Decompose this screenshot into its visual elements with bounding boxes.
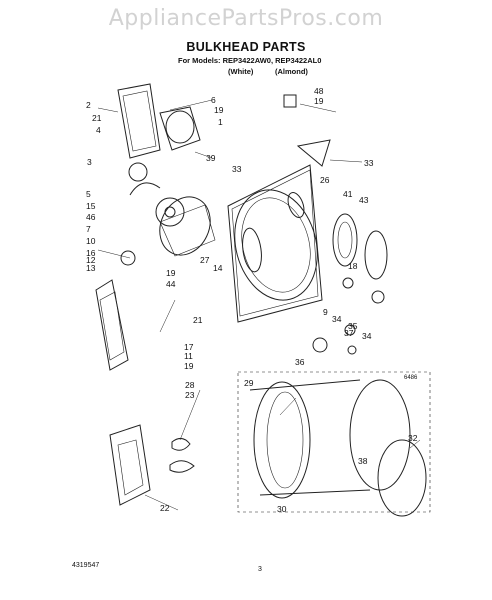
document-number: 4319547 [72, 562, 100, 569]
callout: 44 [166, 279, 176, 289]
rollers [312, 277, 385, 355]
diagram-title: BULKHEAD PARTS [186, 40, 306, 54]
callout: 18 [348, 261, 358, 271]
callout: 33 [232, 164, 242, 174]
callout: 21 [92, 113, 102, 123]
callout: 21 [193, 315, 203, 325]
site-watermark: AppliancePartsPros.com [108, 6, 384, 31]
callout: 26 [320, 175, 330, 185]
callout: 9 [323, 307, 328, 317]
callout: 19 [166, 268, 176, 278]
callout: 28 [185, 380, 195, 390]
switch [283, 94, 297, 108]
drum-seal [377, 439, 427, 517]
callout: 36 [295, 357, 305, 367]
callout: 19 [314, 96, 324, 106]
callout: 6486 [404, 375, 418, 381]
gasket [120, 250, 136, 266]
callout: 29 [244, 378, 254, 388]
callout: 10 [86, 236, 96, 246]
callout: 11 [184, 351, 193, 361]
callout: 46 [86, 212, 96, 222]
callout: 12 [86, 255, 96, 265]
callout: 48 [314, 86, 324, 96]
bulkhead-panel [227, 164, 323, 323]
exhaust-duct [117, 83, 161, 159]
callout: 34 [332, 314, 342, 324]
callout: 14 [213, 263, 223, 273]
callout: 38 [358, 456, 368, 466]
callout: 43 [359, 195, 369, 205]
callout: 1 [218, 117, 223, 127]
callout: 2 [86, 100, 91, 110]
heater-assembly [109, 424, 151, 506]
blower-wheel [155, 197, 185, 227]
callout: 37 [344, 328, 354, 338]
callout: 6 [211, 95, 216, 105]
page-number: 3 [258, 566, 262, 573]
door-liner [159, 196, 216, 257]
callout: 19 [184, 361, 194, 371]
callout: 3 [87, 157, 92, 167]
clip [171, 438, 191, 451]
callout: 19 [214, 105, 224, 115]
callout: 15 [86, 201, 96, 211]
callout: 39 [206, 153, 216, 163]
callout: 13 [86, 263, 96, 273]
seal-ring [128, 162, 148, 182]
callout: 27 [200, 255, 210, 265]
bracket [296, 139, 331, 167]
callout: 34 [362, 331, 372, 341]
color-white-label: (White) [228, 67, 254, 76]
color-almond-label: (Almond) [275, 67, 308, 76]
callout: 7 [86, 224, 91, 234]
lint-filter-housing [159, 106, 201, 151]
callout: 32 [408, 433, 418, 443]
callout: 23 [185, 390, 195, 400]
callout: 30 [277, 504, 287, 514]
callout: 4 [96, 125, 101, 135]
callout: 41 [343, 189, 353, 199]
models-line: For Models: REP3422AW0, REP3422AL0 [178, 56, 322, 65]
clamp [129, 182, 161, 196]
callout: 17 [184, 342, 194, 352]
part-callouts: 2 21 4 3 6 19 1 39 5 15 46 7 10 16 12 13… [86, 86, 418, 514]
callout: 16 [86, 248, 96, 258]
callout: 35 [348, 321, 358, 331]
callout: 5 [86, 189, 91, 199]
door-assembly [332, 213, 388, 280]
callout: 33 [364, 158, 374, 168]
duct-strip [95, 279, 129, 371]
callout: 22 [160, 503, 170, 513]
drum [249, 379, 411, 499]
